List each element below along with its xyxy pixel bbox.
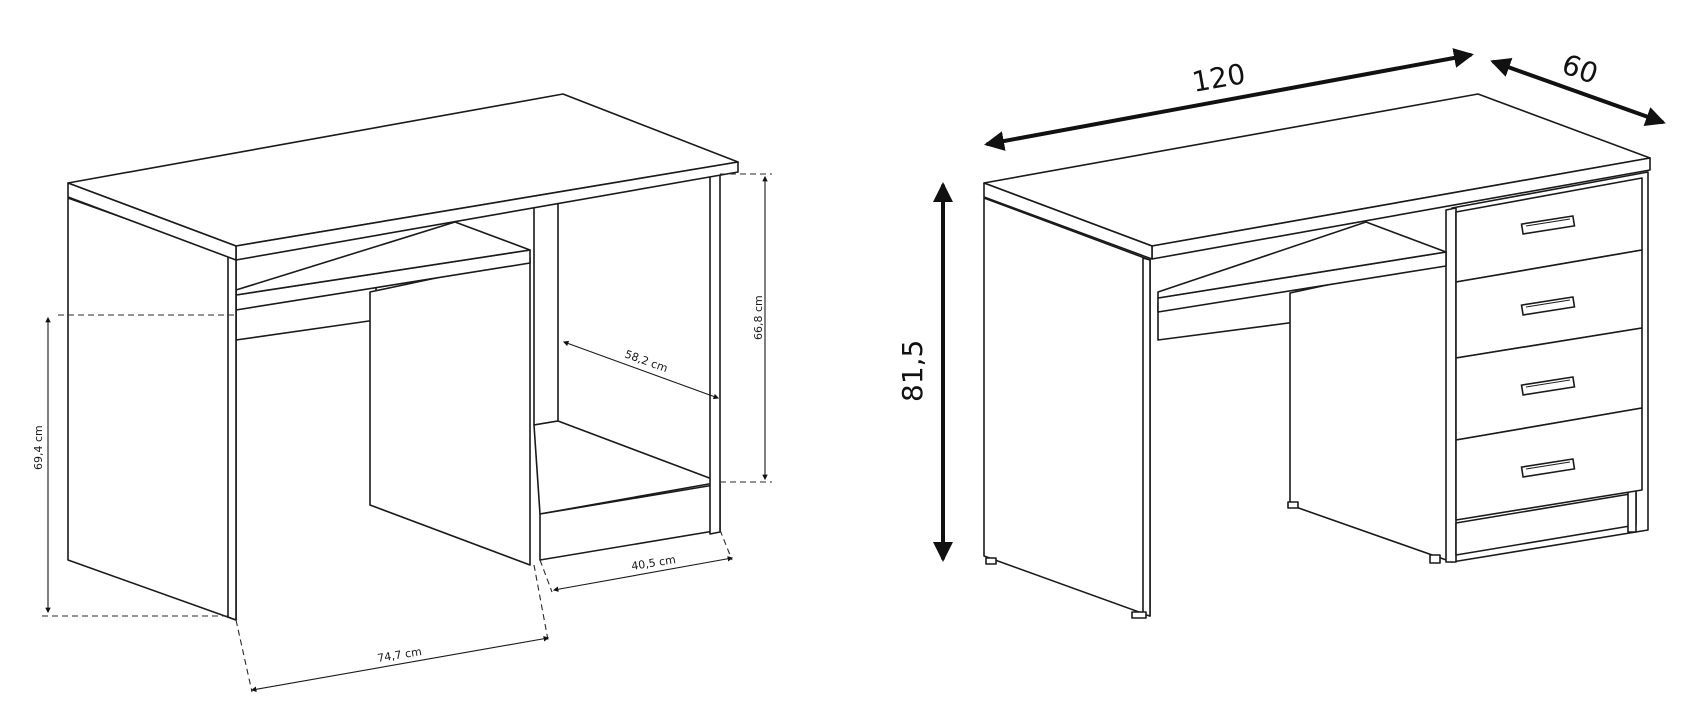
- side-foot-front: [1131, 611, 1147, 619]
- drawer-4[interactable]: [1455, 407, 1643, 521]
- compartment-width-guide-right: [719, 529, 733, 561]
- desk-left-view: 69,4 cm 66,8 cm 58,2 cm 40,5 cm 74,7 cm: [32, 93, 772, 693]
- compartment-width-guide-left: [539, 559, 553, 593]
- knee-width-line: [250, 636, 550, 692]
- divider-foot: [1287, 501, 1299, 509]
- compartment-depth-label: 58,2 cm: [623, 348, 670, 376]
- compartment-depth-line: [562, 340, 720, 400]
- knee-width-guide-left: [235, 619, 253, 693]
- compartment-width-line: [552, 556, 734, 592]
- depth-label: 60: [1558, 48, 1603, 91]
- left-side-panel: [67, 197, 237, 621]
- compartment-height-label: 66,8 cm: [752, 295, 765, 340]
- left-middle-divider: [369, 257, 531, 566]
- cabinet-foot-right: [1627, 489, 1637, 533]
- right-tabletop-side: [983, 182, 1153, 260]
- knee-width-label: 74,7 cm: [376, 645, 422, 665]
- compartment-back: [533, 201, 559, 426]
- right-middle-divider: [1289, 257, 1453, 563]
- cabinet-foot-left: [1429, 554, 1441, 564]
- left-side-edge: [227, 255, 237, 621]
- right-left-side-panel: [983, 197, 1151, 617]
- side-foot-back: [985, 557, 997, 565]
- width-arrow: [984, 48, 1474, 151]
- right-left-side-edge: [1142, 257, 1151, 617]
- desk-right-view: 120 60 81,5: [896, 48, 1666, 619]
- width-label: 120: [1189, 57, 1247, 99]
- drawer-3[interactable]: [1455, 327, 1643, 441]
- right-keyboard-shelf-top: [1157, 221, 1447, 299]
- compartment-width-label: 40,5 cm: [630, 553, 676, 573]
- left-tabletop-side: [67, 182, 237, 261]
- height-label: 81,5: [896, 340, 929, 402]
- depth-arrow: [1490, 57, 1666, 127]
- knee-width-guide-right: [533, 564, 549, 641]
- inner-height-label: 69,4 cm: [32, 425, 45, 470]
- compartment-right-side: [709, 169, 721, 535]
- drawer-cabinet-side: [1445, 207, 1457, 563]
